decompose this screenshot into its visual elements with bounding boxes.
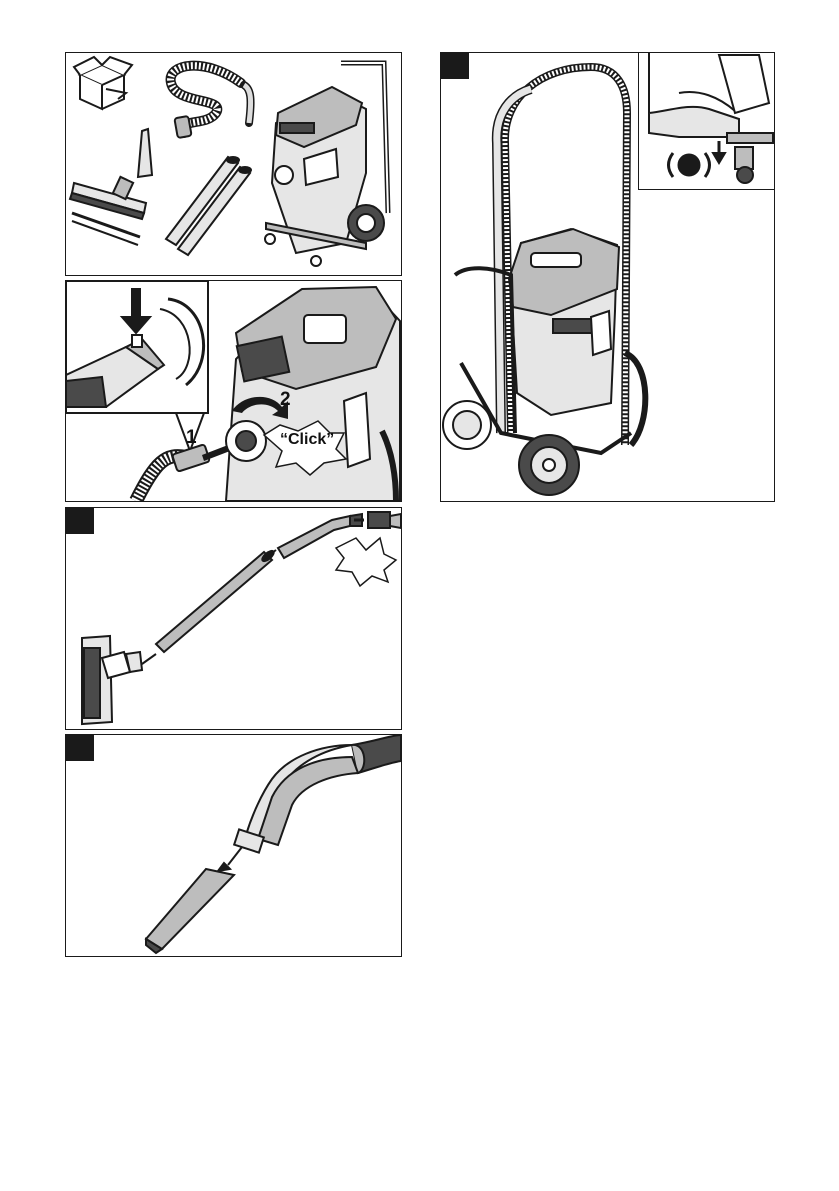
scope-of-delivery-illustration — [66, 53, 401, 275]
vacuum-cleaner — [265, 63, 388, 266]
step-label-1: 1 — [186, 427, 197, 449]
step-label-2: 2 — [280, 389, 291, 411]
brake-pedal-illustration — [639, 53, 774, 189]
click-sound-label: “Click” — [280, 431, 334, 449]
connect-hose-illustration — [66, 281, 401, 501]
zoom-inset — [66, 281, 208, 451]
panel-assemble-tubes — [65, 507, 402, 730]
panel-trolley-brake — [440, 52, 775, 502]
suction-hose — [171, 66, 251, 138]
brake-lock-icon — [669, 153, 710, 177]
panel-attach-crevice-nozzle — [65, 734, 402, 957]
attach-crevice-nozzle-illustration — [66, 735, 401, 956]
click-burst — [336, 538, 396, 586]
carton-icon — [74, 57, 132, 109]
extension-tubes — [166, 157, 251, 255]
assemble-tubes-illustration — [66, 508, 401, 729]
brake-inset — [638, 53, 774, 190]
crevice-nozzle — [138, 129, 152, 177]
panel-connect-hose: 1 2 “Click” — [65, 280, 402, 502]
floor-nozzle — [70, 177, 146, 245]
panel-scope-of-delivery — [65, 52, 402, 276]
